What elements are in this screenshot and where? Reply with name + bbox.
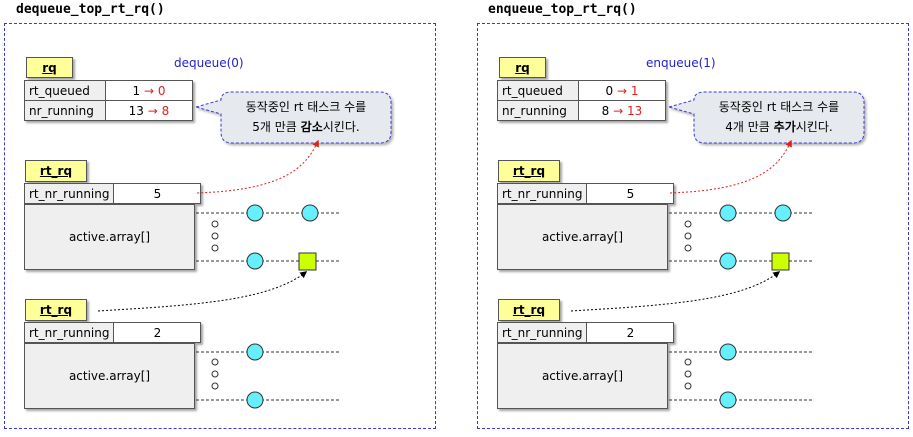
rt-rq-entity-square-left (298, 252, 317, 271)
new-value: 13 (627, 103, 643, 118)
rq-label: rq (499, 57, 546, 78)
black-dashed-arrow-right (570, 271, 781, 312)
rt-rq-label-bottom: rt_rq (25, 299, 87, 321)
active-array-top: active.array[] (24, 204, 195, 270)
table-row: nr_running 8 → 13 (497, 100, 666, 121)
red-dashed-arrow-right (669, 139, 792, 194)
rt-nr-running-value: 5 (586, 183, 675, 204)
rt-rq-table-top: rt_nr_running 5 (23, 183, 202, 204)
rt-rq-table-bottom: rt_nr_running 2 (23, 322, 202, 343)
old-value: 1 (132, 83, 141, 98)
right-arrow-icon: → (147, 103, 158, 118)
black-dashed-arrow-left (97, 271, 308, 312)
rt-nr-running-value: 2 (113, 322, 202, 343)
function-call: enqueue(1) (646, 56, 716, 70)
rq-table: rt_queued 1 → 0 nr_running 13 → 8 (24, 80, 193, 121)
table-row: rt_nr_running 5 (23, 183, 202, 204)
queue-nodes-left (246, 204, 319, 409)
rt-nr-running-label: rt_nr_running (496, 183, 588, 204)
nr-running-value: 8 → 13 (578, 100, 666, 121)
diagram-title-right: enqueue_top_rt_rq() (488, 2, 637, 17)
task-node (719, 343, 737, 361)
dashed-frame-left (4, 23, 436, 429)
task-node (246, 204, 264, 222)
callout-bubble-right (667, 91, 865, 144)
rt-nr-running-label: rt_nr_running (23, 322, 115, 343)
function-call: dequeue(0) (174, 56, 244, 70)
callout-line-2-bold: 감소 (300, 120, 323, 134)
old-value: 0 (605, 83, 614, 98)
callout-line-2: 5개 만큼 감소시킨다. (221, 117, 391, 137)
table-row: rt_nr_running 2 (23, 322, 202, 343)
rq-table: rt_queued 0 → 1 nr_running 8 → 13 (497, 80, 666, 121)
queue-nodes-right (719, 204, 792, 409)
callout-line-2: 4개 만큼 추가시킨다. (694, 117, 864, 137)
ellipsis-dots-right (684, 220, 692, 390)
table-row: rt_queued 0 → 1 (497, 80, 666, 101)
right-arrow-icon: → (616, 83, 628, 98)
rt-nr-running-value: 2 (586, 322, 675, 343)
right-arrow-icon: → (143, 83, 155, 98)
task-node (719, 252, 737, 270)
rt-rq-label-top: rt_rq (25, 160, 87, 182)
rt-rq-label-bottom: rt_rq (498, 299, 560, 321)
table-row: nr_running 13 → 8 (24, 100, 193, 121)
callout-text-right: 동작중인 rt 태스크 수를 4개 만큼 추가시킨다. (694, 97, 864, 137)
table-row: rt_nr_running 5 (496, 183, 675, 204)
callout-line-2-post: 시킨다. (795, 120, 833, 134)
nr-running-value: 13 → 8 (105, 100, 193, 121)
rt-nr-running-value: 5 (113, 183, 202, 204)
callout-line-2-bold: 추가 (773, 120, 796, 134)
old-value: 8 (601, 103, 610, 118)
callout-text-left: 동작중인 rt 태스크 수를 5개 만큼 감소시킨다. (221, 97, 391, 137)
old-value: 13 (128, 103, 144, 118)
callout-line-1: 동작중인 rt 태스크 수를 (245, 100, 367, 114)
task-node (246, 252, 264, 270)
rt-queued-label: rt_queued (497, 80, 579, 101)
dashed-frame-right (477, 23, 909, 429)
callout-line-2-pre: 5개 만큼 (252, 120, 301, 134)
active-array-top: active.array[] (497, 204, 668, 270)
ellipsis-dots-left (211, 220, 219, 390)
callout-line-2-pre: 4개 만큼 (725, 120, 774, 134)
task-node (301, 204, 319, 222)
table-row: rt_nr_running 2 (496, 322, 675, 343)
task-node (246, 343, 264, 361)
nr-running-label: nr_running (24, 100, 106, 121)
callout-line-2-post: 시킨다. (322, 120, 360, 134)
callout-bubble-left (194, 91, 392, 144)
rt-nr-running-label: rt_nr_running (496, 322, 588, 343)
task-node (719, 204, 737, 222)
rq-label: rq (26, 57, 73, 78)
active-array-bottom: active.array[] (497, 343, 668, 409)
task-node (774, 204, 792, 222)
new-value: 1 (630, 83, 639, 98)
rt-nr-running-label: rt_nr_running (23, 183, 115, 204)
task-node (719, 391, 737, 409)
rt-rq-label-top: rt_rq (498, 160, 560, 182)
active-array-bottom: active.array[] (24, 343, 195, 409)
rt-rq-table-top: rt_nr_running 5 (496, 183, 675, 204)
rt-rq-entity-square-right (771, 252, 790, 271)
new-value: 8 (161, 103, 170, 118)
rt-rq-table-bottom: rt_nr_running 2 (496, 322, 675, 343)
red-dashed-arrow-left (196, 139, 319, 194)
diagram-title-left: dequeue_top_rt_rq() (16, 2, 165, 17)
callout-line-1: 동작중인 rt 태스크 수를 (718, 100, 840, 114)
new-value: 0 (157, 83, 166, 98)
right-arrow-icon: → (613, 103, 624, 118)
table-row: rt_queued 1 → 0 (24, 80, 193, 101)
rt-queued-label: rt_queued (24, 80, 106, 101)
task-node (246, 391, 264, 409)
